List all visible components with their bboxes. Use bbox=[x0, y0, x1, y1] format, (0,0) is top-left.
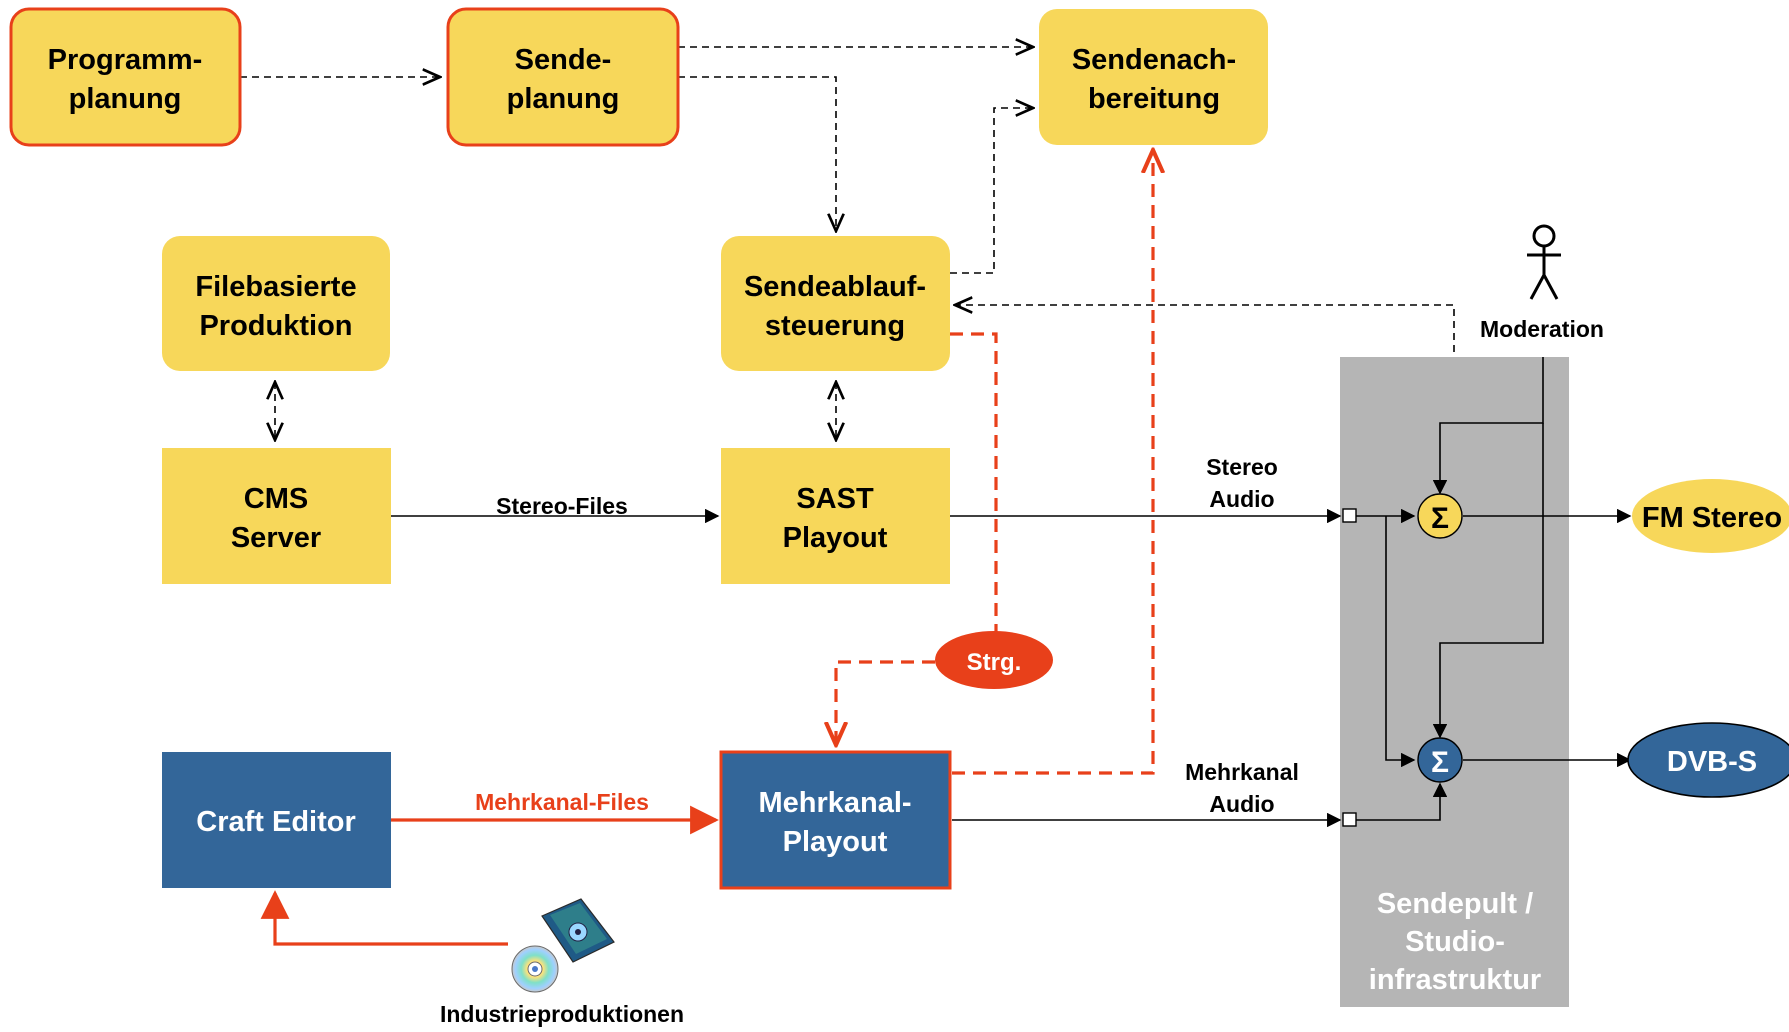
sendepult-label-1: Sendepult / bbox=[1377, 888, 1533, 920]
sendenachbereitung-box bbox=[1039, 9, 1268, 145]
craft-editor-label: Craft Editor bbox=[196, 806, 356, 838]
strg-ellipse bbox=[935, 631, 1053, 689]
sendepult-label-3: infrastruktur bbox=[1369, 964, 1541, 996]
sendeplanung-box bbox=[446, 7, 680, 147]
mehrkanal-input-port bbox=[1342, 812, 1357, 827]
edge-moderation-to-sum1 bbox=[1432, 357, 1544, 495]
cms-label-1: CMS bbox=[244, 483, 308, 515]
edge-split-to-sum2 bbox=[1385, 516, 1416, 768]
sum-node-mehrkanal bbox=[1417, 737, 1463, 783]
edge-strg-to-mehrkanal bbox=[836, 660, 935, 745]
cms-server-box bbox=[162, 448, 391, 584]
craft-editor-box bbox=[162, 752, 391, 888]
edge-mehrkanal-to-nachbereitung bbox=[952, 150, 1153, 775]
red-file-edges bbox=[260, 805, 719, 946]
strg-label: Strg. bbox=[967, 649, 1022, 676]
edge-sende-to-ablauf bbox=[678, 76, 836, 231]
sum-node-stereo bbox=[1417, 493, 1463, 539]
filebasierte-label-1: Filebasierte bbox=[195, 271, 356, 303]
sendepult-panel bbox=[1340, 357, 1569, 1007]
mehrkanal-playout-label-1: Mehrkanal- bbox=[758, 787, 911, 819]
stereo-audio-label-2: Audio bbox=[1209, 486, 1274, 512]
mehrkanal-playout-box bbox=[719, 750, 952, 890]
sum-node-mehrkanal-symbol: Σ bbox=[1431, 746, 1449, 779]
mehrkanal-files-label: Mehrkanal-Files bbox=[475, 789, 649, 815]
edge-ablauf-to-nachbereitung bbox=[950, 108, 1033, 274]
fm-stereo-label: FM Stereo bbox=[1642, 502, 1782, 534]
programmplanung-label-1: Programm- bbox=[48, 44, 203, 76]
sast-playout-box bbox=[721, 448, 950, 584]
person-icon bbox=[1527, 224, 1561, 300]
edge-moderation-to-ablauf bbox=[955, 305, 1455, 352]
cms-label-2: Server bbox=[231, 522, 321, 554]
sast-label-2: Playout bbox=[783, 522, 888, 554]
moderation-label: Moderation bbox=[1480, 316, 1604, 342]
sum-node-stereo-symbol: Σ bbox=[1431, 502, 1449, 535]
industrieproduktionen-label: Industrieproduktionen bbox=[440, 1001, 684, 1027]
edge-moderation-to-sum2 bbox=[1432, 423, 1544, 739]
sendeplanung-label-1: Sende- bbox=[515, 44, 612, 76]
edge-ablauf-to-strg bbox=[950, 332, 998, 633]
mehrkanal-audio-label-1: Mehrkanal bbox=[1185, 759, 1299, 785]
sendeablauf-label-1: Sendeablauf- bbox=[744, 271, 926, 303]
dvbs-label: DVB-S bbox=[1667, 746, 1757, 778]
sendeablauf-label-2: steuerung bbox=[765, 310, 905, 342]
sendepult-label-2: Studio- bbox=[1405, 926, 1505, 958]
signal-edges bbox=[391, 357, 1632, 828]
mehrkanal-playout-label-2: Playout bbox=[783, 826, 888, 858]
edge-mehrkanal-split-to-sum2 bbox=[1356, 782, 1448, 821]
fm-stereo-ellipse bbox=[1632, 479, 1789, 553]
filebasierte-label-2: Produktion bbox=[199, 310, 352, 342]
programmplanung-box bbox=[9, 7, 242, 147]
control-flow-edges bbox=[240, 47, 1455, 440]
red-control-edges bbox=[836, 150, 1153, 775]
programmplanung-label-2: planung bbox=[69, 83, 182, 115]
sendeplanung-label-2: planung bbox=[507, 83, 620, 115]
mehrkanal-audio-label-2: Audio bbox=[1209, 791, 1274, 817]
stereo-files-label: Stereo-Files bbox=[496, 493, 628, 519]
dvbs-ellipse bbox=[1627, 722, 1789, 798]
sast-label-1: SAST bbox=[796, 483, 874, 515]
cd-icon bbox=[511, 898, 615, 993]
sendeablaufsteuerung-box bbox=[721, 236, 950, 371]
filebasierte-produktion-box bbox=[162, 236, 390, 371]
edge-industrie-to-craft bbox=[260, 890, 508, 946]
sendenachbereitung-label-1: Sendenach- bbox=[1072, 44, 1236, 76]
sendenachbereitung-label-2: bereitung bbox=[1088, 83, 1220, 115]
stereo-input-port bbox=[1342, 508, 1357, 523]
stereo-audio-label-1: Stereo bbox=[1206, 454, 1278, 480]
